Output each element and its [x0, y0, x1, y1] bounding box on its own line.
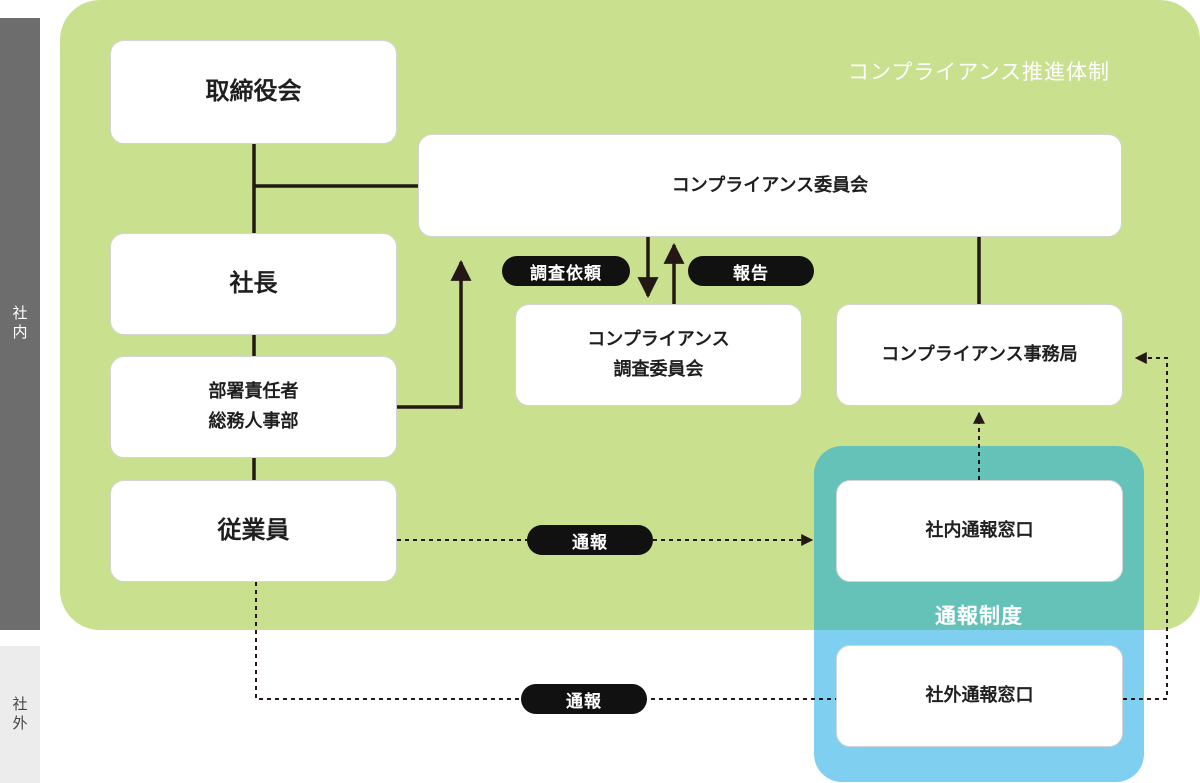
investigation-request-label: 調査依頼 — [502, 256, 630, 286]
compliance-system-label: コンプライアンス推進体制 — [847, 60, 1110, 84]
internal-side-label: 社内 — [0, 18, 40, 630]
report-label: 報告 — [688, 256, 814, 286]
compliance-committee-box: コンプライアンス委員会 — [418, 134, 1122, 237]
external-side-label: 社外 — [0, 646, 40, 783]
external-notify-label: 通報 — [521, 684, 647, 714]
department-managers-box: 部署責任者 総務人事部 — [110, 356, 397, 458]
internal-notify-label: 通報 — [527, 525, 653, 555]
external-reporting-window-box: 社外通報窓口 — [836, 645, 1123, 747]
internal-reporting-window-box: 社内通報窓口 — [836, 480, 1123, 582]
employee-box: 従業員 — [110, 480, 397, 582]
reporting-system-label: 通報制度 — [935, 604, 1023, 628]
investigation-committee-box: コンプライアンス 調査委員会 — [515, 304, 802, 406]
compliance-office-box: コンプライアンス事務局 — [836, 304, 1123, 406]
board-of-directors-box: 取締役会 — [110, 40, 397, 144]
president-box: 社長 — [110, 233, 397, 335]
